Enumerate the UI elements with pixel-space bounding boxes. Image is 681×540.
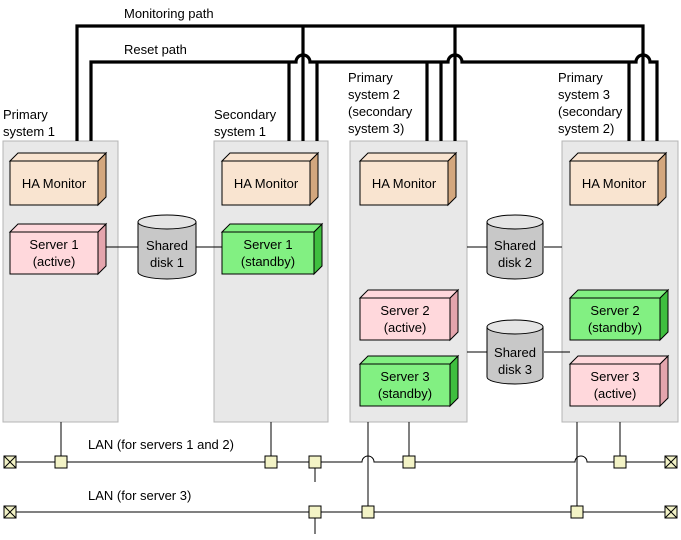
svg-text:(standby): (standby) (588, 320, 642, 335)
svg-text:HA Monitor: HA Monitor (582, 176, 647, 191)
svg-text:system 1: system 1 (3, 124, 55, 139)
svg-text:system 3: system 3 (558, 87, 610, 102)
svg-text:system 1: system 1 (214, 124, 266, 139)
svg-text:Server 1: Server 1 (29, 237, 78, 252)
ha-monitor-box: HA Monitor (220, 151, 320, 207)
lan-node (402, 455, 416, 469)
svg-text:Shared: Shared (494, 345, 536, 360)
lan-node (308, 455, 322, 469)
server-2-active-box: Server 2 (active) (358, 288, 460, 342)
svg-text:(active): (active) (384, 320, 427, 335)
svg-text:(secondary: (secondary (348, 104, 413, 119)
svg-text:Shared: Shared (146, 238, 188, 253)
svg-text:(active): (active) (33, 254, 76, 269)
monitoring-path-lines (75, 24, 645, 141)
svg-text:Server 2: Server 2 (590, 303, 639, 318)
svg-text:system 2: system 2 (348, 87, 400, 102)
svg-text:disk 2: disk 2 (498, 255, 532, 270)
server-3-active-box: Server 3 (active) (568, 354, 670, 408)
reset-path-lines (89, 53, 659, 141)
server-3-standby-box: Server 3 (standby) (358, 354, 460, 408)
svg-text:HA Monitor: HA Monitor (372, 176, 437, 191)
svg-text:Shared: Shared (494, 238, 536, 253)
svg-text:Server 2: Server 2 (380, 303, 429, 318)
lan-node (613, 455, 627, 469)
lan-terminator-icon (664, 455, 678, 469)
svg-text:Primary: Primary (3, 107, 48, 122)
lan-node (264, 455, 278, 469)
shared-disk-1: Shared disk 1 (137, 214, 197, 280)
svg-text:HA Monitor: HA Monitor (234, 176, 299, 191)
lan-terminator-icon (3, 455, 17, 469)
lan-server-3-label: LAN (for server 3) (88, 488, 191, 503)
lan-terminator-icon (3, 505, 17, 519)
svg-text:(standby): (standby) (378, 386, 432, 401)
svg-text:(active): (active) (594, 386, 637, 401)
svg-text:(secondary: (secondary (558, 104, 623, 119)
server-1-active-box: Server 1 (active) (8, 222, 108, 276)
ha-monitor-box: HA Monitor (8, 151, 108, 207)
svg-text:Server 1: Server 1 (243, 237, 292, 252)
svg-text:disk 3: disk 3 (498, 362, 532, 377)
lan-node (570, 505, 584, 519)
svg-text:Server 3: Server 3 (590, 369, 639, 384)
lan-server-3 (3, 422, 678, 534)
lan-node (54, 455, 68, 469)
label-secondary-system-1: Secondary system 1 (214, 107, 277, 139)
svg-text:(standby): (standby) (241, 254, 295, 269)
disk-connections (106, 246, 570, 353)
ha-monitor-box: HA Monitor (568, 151, 668, 207)
svg-text:Secondary: Secondary (214, 107, 277, 122)
label-primary-system-1: Primary system 1 (3, 107, 55, 139)
svg-text:disk 1: disk 1 (150, 255, 184, 270)
monitoring-path-label: Monitoring path (124, 6, 214, 21)
shared-disk-3: Shared disk 3 (486, 319, 544, 385)
ha-monitor-box: HA Monitor (358, 151, 458, 207)
svg-text:Primary: Primary (348, 70, 393, 85)
label-primary-system-2: Primary system 2 (secondary system 3) (348, 70, 413, 136)
lan-node (308, 505, 322, 519)
lan-servers-1-and-2-label: LAN (for servers 1 and 2) (88, 437, 234, 452)
svg-text:system 2): system 2) (558, 121, 614, 136)
lan-servers-1-and-2 (3, 422, 678, 482)
svg-text:Primary: Primary (558, 70, 603, 85)
svg-text:Server 3: Server 3 (380, 369, 429, 384)
server-2-standby-box: Server 2 (standby) (568, 288, 670, 342)
lan-node (361, 505, 375, 519)
label-primary-system-3: Primary system 3 (secondary system 2) (558, 70, 623, 136)
svg-text:HA Monitor: HA Monitor (22, 176, 87, 191)
svg-text:system 3): system 3) (348, 121, 404, 136)
server-1-standby-box: Server 1 (standby) (220, 222, 324, 276)
lan-terminator-icon (664, 505, 678, 519)
reset-path-label: Reset path (124, 42, 187, 57)
shared-disk-2: Shared disk 2 (486, 214, 544, 280)
